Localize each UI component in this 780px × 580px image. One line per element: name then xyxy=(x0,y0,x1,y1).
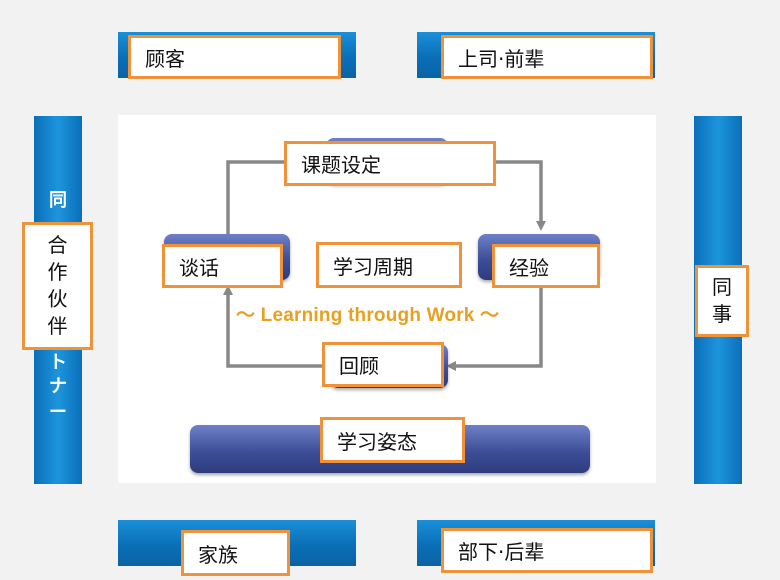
subordinate-label-text: 部下·后辈 xyxy=(458,540,545,564)
learning-cycle-label: 学习周期 xyxy=(316,242,462,288)
family-label-text: 家族 xyxy=(198,542,238,567)
superior-label: 上司·前辈 xyxy=(441,35,653,79)
partner-label: 合 作 伙 伴 xyxy=(22,222,93,350)
family-label: 家族 xyxy=(181,530,290,576)
dialogue-text: 谈话 xyxy=(179,255,219,280)
experience-label: 经验 xyxy=(492,244,600,288)
arrow-bottom-left xyxy=(223,285,330,368)
colleague-char-2: 事 xyxy=(712,302,732,326)
partner-char-4: 伴 xyxy=(47,314,68,338)
review-label: 回顾 xyxy=(322,342,444,387)
task-setting-text: 课题设定 xyxy=(301,153,381,177)
left-bar-char-2: ト xyxy=(49,352,67,373)
experience-text: 经验 xyxy=(509,255,549,280)
subordinate-label: 部下·后辈 xyxy=(441,528,653,573)
partner-char-3: 伙 xyxy=(47,287,68,311)
superior-label-text: 上司·前辈 xyxy=(458,46,545,71)
partner-char-2: 作 xyxy=(47,260,68,284)
learning-cycle-text: 学习周期 xyxy=(333,254,413,279)
arrow-right-bottom xyxy=(446,262,543,371)
customer-label: 顾客 xyxy=(128,35,341,79)
customer-label-text: 顾客 xyxy=(145,46,185,71)
learning-attitude-label: 学习姿态 xyxy=(320,417,465,463)
left-bar-char-4: ー xyxy=(49,402,67,423)
left-bar-char-3: ナ xyxy=(49,376,67,397)
review-text: 回顾 xyxy=(339,354,379,378)
tagline: ～ Learning through Work ～ xyxy=(236,305,500,326)
dialogue-label: 谈话 xyxy=(162,244,283,288)
colleague-label: 同 事 xyxy=(695,265,749,337)
left-bar-char-1: 同 xyxy=(49,190,67,211)
learning-attitude-text: 学习姿态 xyxy=(337,429,417,454)
task-setting-label: 课题设定 xyxy=(284,141,496,186)
partner-char-1: 合 xyxy=(47,233,68,257)
colleague-char-1: 同 xyxy=(712,275,732,299)
